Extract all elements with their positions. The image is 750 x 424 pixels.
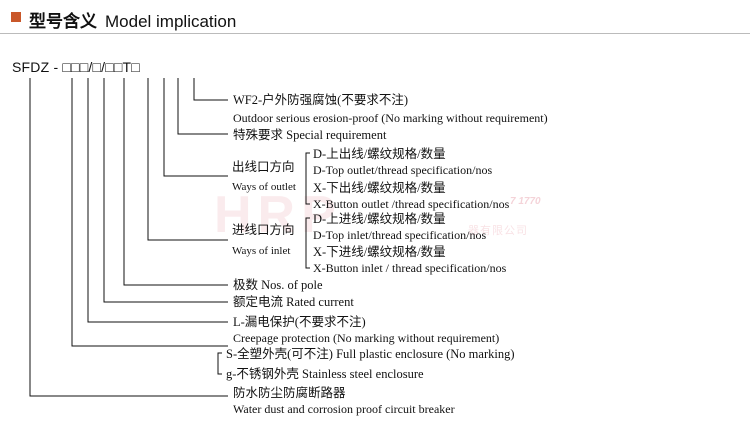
item-breaker-zh: 防水防尘防腐断路器	[233, 386, 346, 400]
outlet-group-en: Ways of outlet	[232, 181, 296, 193]
inlet-x-zh: X-下进线/螺纹规格/数量	[313, 245, 446, 259]
inlet-d-zh: D-上进线/螺纹规格/数量	[313, 212, 446, 226]
outlet-x-en: X-Button outlet /thread specification/no…	[313, 197, 510, 211]
watermark-company: 器有限公司	[468, 225, 528, 237]
item-current: 额定电流 Rated current	[233, 295, 354, 309]
inlet-group-zh: 进线口方向	[232, 223, 295, 237]
watermark-logo: HRP	[214, 186, 342, 244]
inlet-group-en: Ways of inlet	[232, 245, 291, 257]
section-header: 型号含义 Model implication	[0, 0, 750, 38]
inlet-d-en: D-Top inlet/thread specification/nos	[313, 228, 487, 242]
item-poles: 极数 Nos. of pole	[233, 278, 323, 292]
title-en: Model implication	[105, 12, 237, 31]
header-square-icon	[11, 12, 21, 22]
item-wf2-zh: WF2-户外防强腐蚀(不要求不注)	[233, 93, 408, 107]
item-breaker-en: Water dust and corrosion proof circuit b…	[233, 402, 455, 416]
section-title: 型号含义 Model implication	[29, 7, 236, 32]
model-code: SFDZ - □□□/□/□□T□	[12, 59, 140, 75]
watermark-tel: 7 1770	[510, 196, 541, 207]
item-leak-zh: L-漏电保护(不要求不注)	[233, 315, 366, 329]
outlet-x-zh: X-下出线/螺纹规格/数量	[313, 181, 446, 195]
title-zh: 型号含义	[29, 12, 97, 31]
item-plastic: S-全塑外壳(可不注) Full plastic enclosure (No m…	[226, 347, 515, 361]
item-leak-en: Creepage protection (No marking without …	[233, 331, 500, 345]
item-steel: g-不锈钢外壳 Stainless steel enclosure	[226, 367, 424, 381]
item-special: 特殊要求 Special requirement	[233, 128, 387, 142]
outlet-group-zh: 出线口方向	[232, 160, 295, 174]
outlet-d-zh: D-上出线/螺纹规格/数量	[313, 147, 446, 161]
header-divider	[0, 33, 750, 34]
inlet-x-en: X-Button inlet / thread specification/no…	[313, 261, 507, 275]
outlet-d-en: D-Top outlet/thread specification/nos	[313, 163, 493, 177]
item-wf2-en: Outdoor serious erosion-proof (No markin…	[233, 111, 548, 125]
